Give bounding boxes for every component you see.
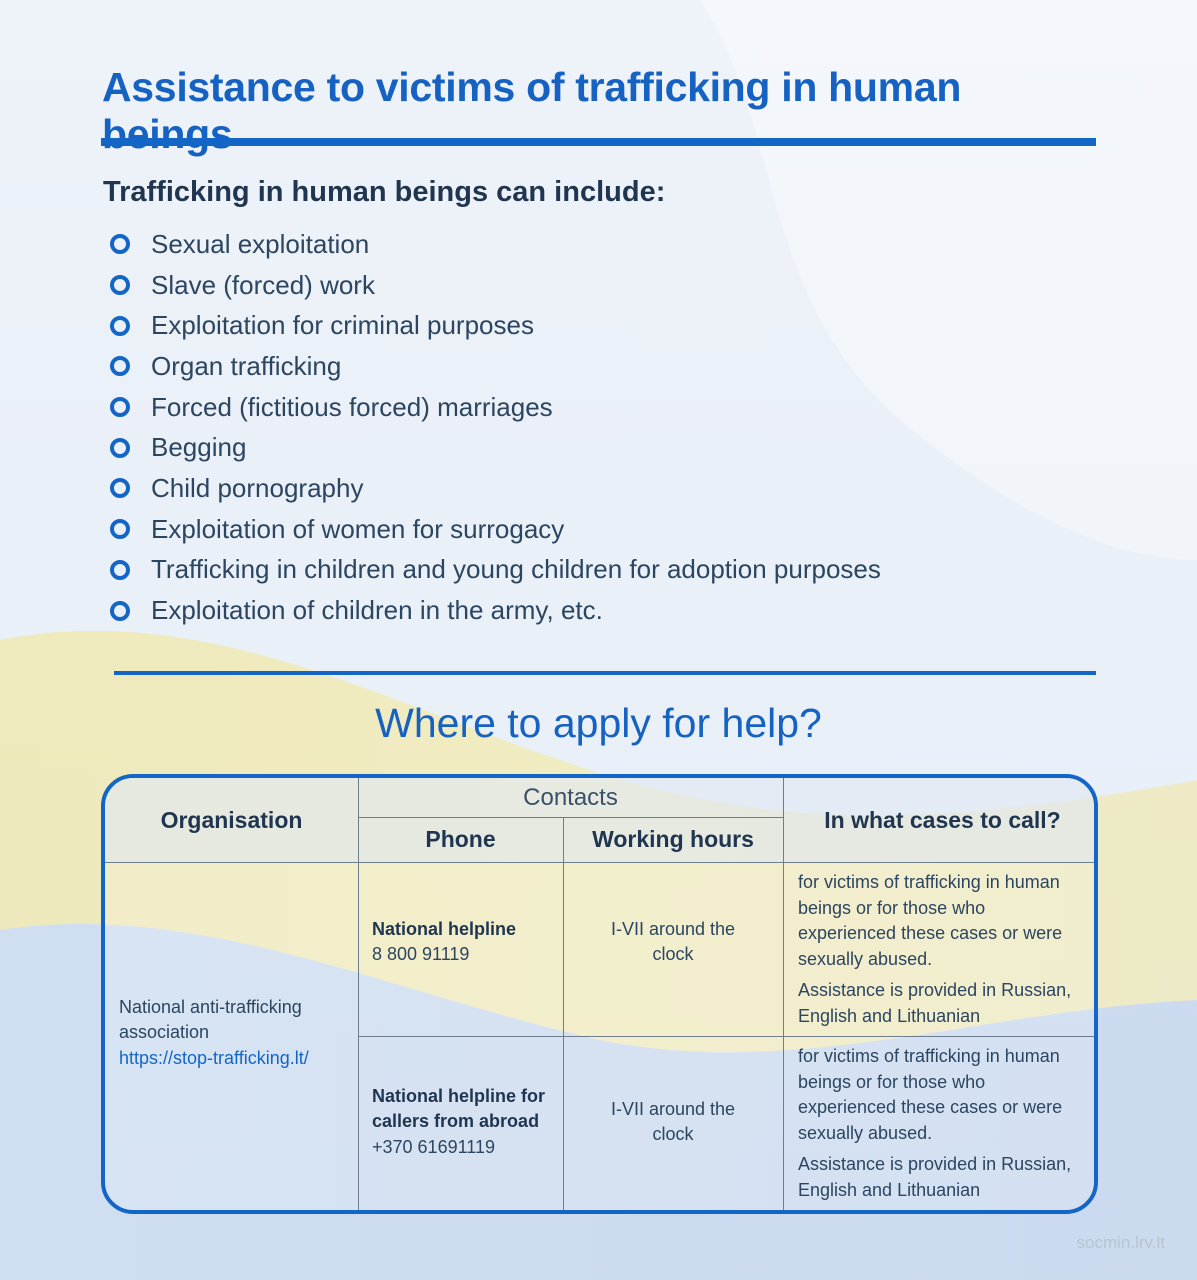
bullet-circle-icon bbox=[110, 478, 130, 499]
bullet-circle-icon bbox=[110, 234, 130, 255]
list-item-label: Child pornography bbox=[151, 472, 364, 503]
header-organisation: Organisation bbox=[160, 806, 303, 833]
header-subdivider bbox=[358, 817, 783, 818]
list-item-label: Organ trafficking bbox=[151, 350, 342, 381]
list-item-label: Slave (forced) work bbox=[151, 269, 375, 300]
table-row-2-hours: I-VII around the clock bbox=[563, 1036, 783, 1210]
title-divider bbox=[101, 138, 1096, 146]
header-phone: Phone bbox=[425, 826, 496, 852]
page-title: Assistance to victims of trafficking in … bbox=[102, 64, 962, 157]
list-item-label: Exploitation of children in the army, et… bbox=[151, 595, 603, 626]
phone-number[interactable]: +370 61691119 bbox=[372, 1136, 495, 1157]
table-row-1-cases: for victims of trafficking in human bein… bbox=[783, 862, 1094, 1036]
cases-languages: Assistance is provided in Russian, Engli… bbox=[798, 980, 1072, 1026]
list-item: Trafficking in children and young childr… bbox=[110, 550, 881, 591]
phone-label: National helpline bbox=[372, 918, 517, 939]
list-item: Sexual exploitation bbox=[110, 224, 881, 265]
help-contacts-table: Organisation Contacts Phone Working hour… bbox=[101, 774, 1098, 1214]
header-contacts: Contacts bbox=[523, 783, 618, 811]
phone-label: National helpline for callers from abroa… bbox=[372, 1085, 546, 1132]
list-item-label: Begging bbox=[151, 432, 247, 463]
table-row-1-phone: National helpline 8 800 91119 bbox=[358, 862, 563, 1036]
working-hours: I-VII around the clock bbox=[610, 1098, 736, 1145]
bullet-circle-icon bbox=[110, 315, 130, 336]
header-bottom-divider bbox=[105, 862, 1094, 863]
bullet-circle-icon bbox=[110, 356, 130, 377]
cases-description: for victims of trafficking in human bein… bbox=[798, 1046, 1063, 1143]
table-row-1-hours: I-VII around the clock bbox=[563, 862, 783, 1036]
column-divider bbox=[358, 778, 359, 1210]
bullet-circle-icon bbox=[110, 437, 130, 458]
list-item-label: Trafficking in children and young childr… bbox=[151, 554, 881, 585]
list-item-label: Forced (fictitious forced) marriages bbox=[151, 391, 553, 422]
cases-description: for victims of trafficking in human bein… bbox=[798, 872, 1063, 969]
list-item-label: Sexual exploitation bbox=[151, 228, 370, 259]
source-footer: socmin.lrv.lt bbox=[1076, 1233, 1165, 1252]
table-row-2-cases: for victims of trafficking in human bein… bbox=[783, 1036, 1094, 1210]
help-section-title: Where to apply for help? bbox=[375, 700, 822, 746]
list-heading: Trafficking in human beings can include: bbox=[103, 176, 666, 208]
header-cases: In what cases to call? bbox=[824, 806, 1061, 833]
organisation-link[interactable]: https://stop-trafficking.lt/ bbox=[119, 1047, 309, 1068]
list-item: Exploitation of women for surrogacy bbox=[110, 509, 881, 550]
list-item-label: Exploitation of women for surrogacy bbox=[151, 513, 565, 544]
list-item: Organ trafficking bbox=[110, 346, 881, 387]
list-item-label: Exploitation for criminal purposes bbox=[151, 310, 534, 341]
table-row-2-phone: National helpline for callers from abroa… bbox=[358, 1036, 563, 1210]
bullet-circle-icon bbox=[110, 600, 130, 621]
table-header-background bbox=[105, 778, 1094, 862]
bullet-circle-icon bbox=[110, 559, 130, 580]
column-divider bbox=[563, 817, 564, 1210]
cases-languages: Assistance is provided in Russian, Engli… bbox=[798, 1154, 1072, 1200]
trafficking-types-list: Sexual exploitation Slave (forced) work … bbox=[110, 224, 881, 631]
organisation-cell: National anti-trafficking association ht… bbox=[105, 862, 358, 1210]
list-item: Forced (fictitious forced) marriages bbox=[110, 387, 881, 428]
list-item: Begging bbox=[110, 427, 881, 468]
organisation-name: National anti-trafficking association bbox=[119, 996, 302, 1043]
bullet-circle-icon bbox=[110, 397, 130, 418]
list-item: Child pornography bbox=[110, 468, 881, 509]
phone-number[interactable]: 8 800 91119 bbox=[372, 944, 470, 964]
list-item: Exploitation for criminal purposes bbox=[110, 305, 881, 346]
header-working-hours: Working hours bbox=[592, 826, 754, 852]
row-divider bbox=[358, 1036, 1094, 1037]
list-item: Slave (forced) work bbox=[110, 265, 881, 306]
column-divider bbox=[783, 778, 784, 1210]
list-item: Exploitation of children in the army, et… bbox=[110, 590, 881, 631]
working-hours: I-VII around the clock bbox=[610, 918, 736, 965]
bullet-circle-icon bbox=[110, 275, 130, 296]
section-divider bbox=[114, 671, 1096, 675]
bullet-circle-icon bbox=[110, 519, 130, 540]
